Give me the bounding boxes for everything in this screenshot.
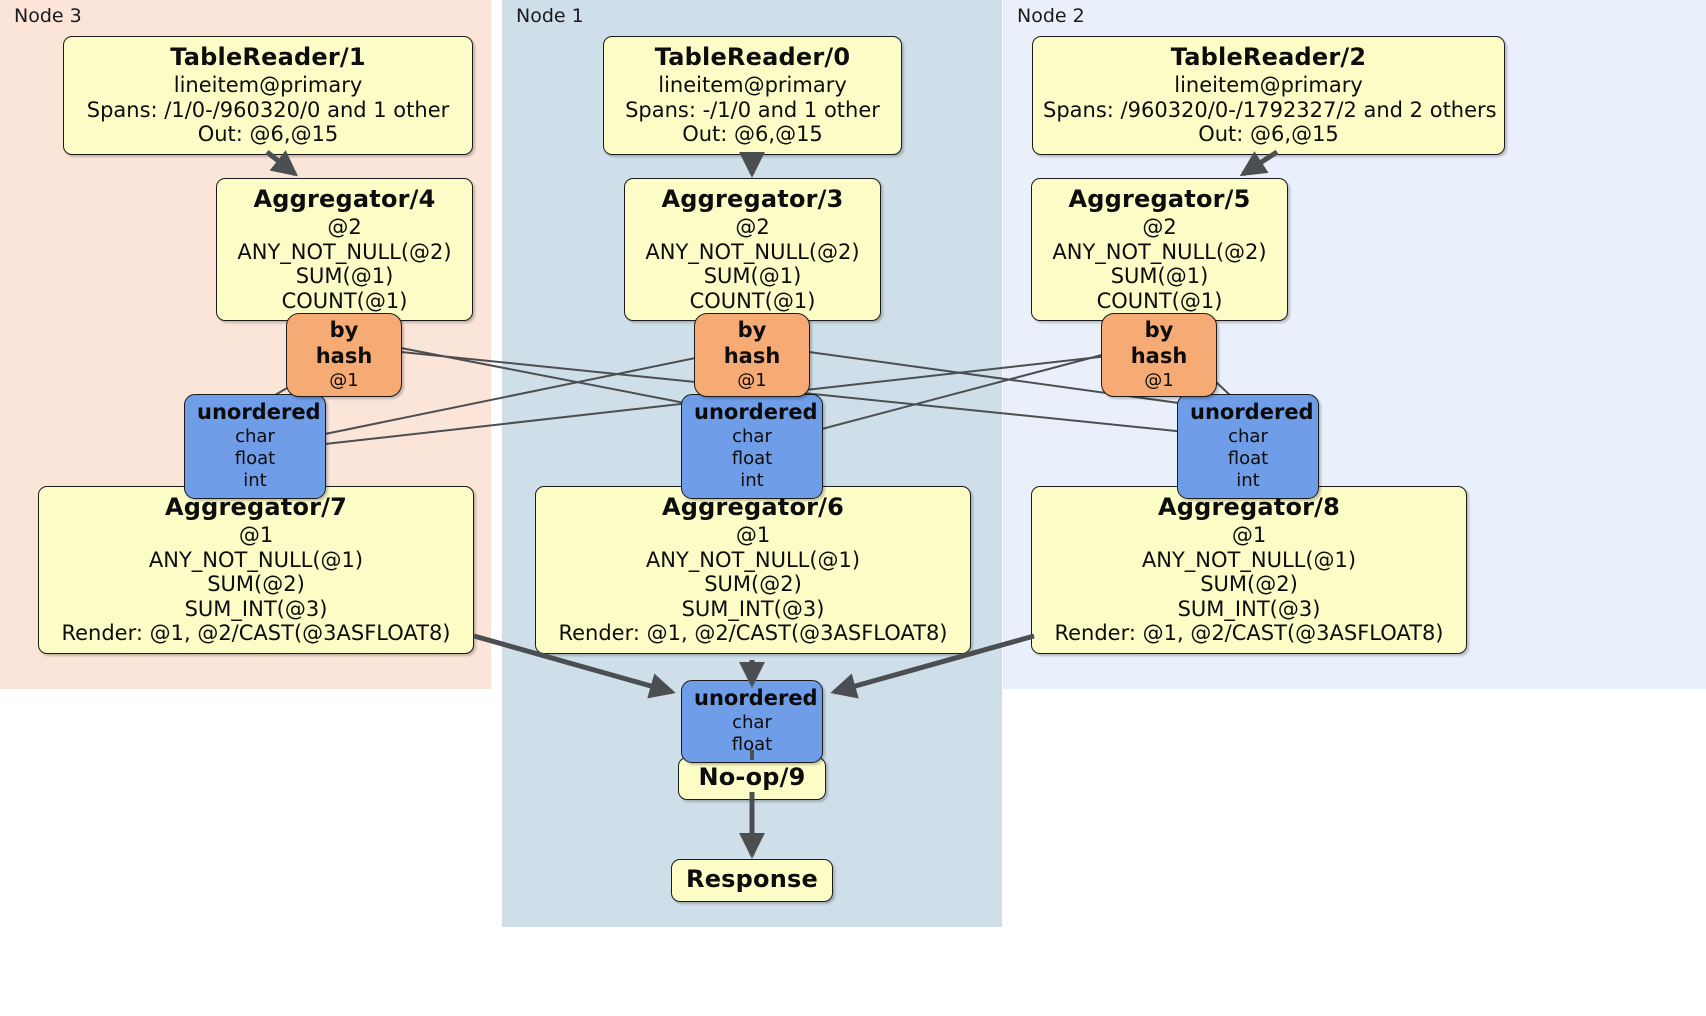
processor-spans: Spans: /1/0-/960320/0 and 1 other — [86, 97, 450, 122]
processor-func-1: ANY_NOT_NULL(@1) — [148, 547, 364, 572]
processor-group-col: @2 — [327, 215, 362, 240]
processor-group-col: @1 — [238, 523, 274, 548]
processor-group-col: @1 — [1231, 523, 1267, 548]
processor-func-1: ANY_NOT_NULL(@2) — [237, 239, 452, 264]
input-sync-unordered-node1[interactable]: unordered char float int — [681, 394, 823, 500]
processor-tablereader-1[interactable]: TableReader/1 lineitem@primary Spans: /1… — [63, 36, 473, 155]
processor-func-2: SUM(@1) — [1110, 264, 1209, 289]
processor-aggregator-3[interactable]: Aggregator/3 @2 ANY_NOT_NULL(@2) SUM(@1)… — [624, 178, 881, 322]
receiver-title: unordered — [694, 400, 818, 424]
processor-table: lineitem@primary — [658, 73, 847, 98]
router-column: @1 — [1144, 369, 1174, 391]
processor-spans: Spans: /960320/0-/1792327/2 and 2 others — [1043, 97, 1497, 122]
processor-title: TableReader/1 — [170, 43, 366, 71]
processor-out: Out: @6,@15 — [197, 122, 339, 147]
output-router-by-hash-node2[interactable]: by hash @1 — [1101, 313, 1217, 398]
router-title: by hash — [723, 318, 781, 369]
processor-func-1: ANY_NOT_NULL(@2) — [1052, 239, 1267, 264]
router-column: @1 — [329, 369, 359, 391]
processor-tablereader-0[interactable]: TableReader/0 lineitem@primary Spans: -/… — [603, 36, 902, 155]
processor-title: Aggregator/5 — [1068, 185, 1251, 213]
receiver-type-3: int — [1236, 470, 1260, 492]
receiver-type-2: float — [1227, 448, 1269, 470]
processor-out: Out: @6,@15 — [1198, 122, 1339, 147]
processor-title: Aggregator/3 — [661, 185, 844, 213]
node-panel-label-node2: Node 2 — [1017, 5, 1085, 27]
processor-func-3: SUM_INT(@3) — [184, 596, 328, 621]
processor-title: Aggregator/4 — [253, 185, 436, 213]
processor-no-op-9[interactable]: No-op/9 — [678, 757, 826, 801]
processor-func-1: ANY_NOT_NULL(@2) — [645, 239, 860, 264]
router-column: @1 — [737, 369, 767, 391]
receiver-type-3: int — [740, 470, 764, 492]
input-sync-unordered-node2[interactable]: unordered char float int — [1177, 394, 1319, 500]
processor-group-col: @2 — [735, 215, 770, 240]
processor-func-1: ANY_NOT_NULL(@1) — [645, 547, 861, 572]
node-panel-label-node1: Node 1 — [516, 5, 584, 27]
receiver-type-3: int — [243, 470, 267, 492]
receiver-type-1: char — [235, 426, 275, 448]
processor-func-1: ANY_NOT_NULL(@1) — [1141, 547, 1357, 572]
router-title: by hash — [315, 318, 373, 369]
processor-func-3: COUNT(@1) — [281, 288, 408, 313]
processor-title: No-op/9 — [698, 763, 806, 791]
processor-tablereader-2[interactable]: TableReader/2 lineitem@primary Spans: /9… — [1032, 36, 1505, 155]
processor-render: Render: @1, @2/CAST(@3ASFLOAT8) — [61, 621, 451, 646]
processor-func-2: SUM(@1) — [295, 264, 394, 289]
processor-func-2: SUM(@1) — [703, 264, 802, 289]
receiver-type-2: float — [731, 448, 773, 470]
processor-render: Render: @1, @2/CAST(@3ASFLOAT8) — [1054, 621, 1444, 646]
receiver-type-2: float — [731, 734, 773, 756]
processor-func-3: SUM_INT(@3) — [681, 596, 825, 621]
receiver-title: unordered — [197, 400, 321, 424]
processor-spans: Spans: -/1/0 and 1 other — [625, 97, 880, 122]
processor-group-col: @1 — [735, 523, 771, 548]
processor-func-3: SUM_INT(@3) — [1177, 596, 1321, 621]
receiver-type-1: char — [732, 712, 772, 734]
processor-aggregator-4[interactable]: Aggregator/4 @2 ANY_NOT_NULL(@2) SUM(@1)… — [216, 178, 473, 322]
node-panel-label-node3: Node 3 — [14, 5, 82, 27]
input-sync-unordered-node3[interactable]: unordered char float int — [184, 394, 326, 500]
processor-response[interactable]: Response — [671, 859, 833, 903]
processor-func-2: SUM(@2) — [704, 572, 802, 597]
processor-title: TableReader/2 — [1170, 43, 1367, 71]
receiver-type-2: float — [234, 448, 276, 470]
output-router-by-hash-node3[interactable]: by hash @1 — [286, 313, 402, 398]
receiver-type-1: char — [732, 426, 772, 448]
processor-group-col: @2 — [1142, 215, 1177, 240]
processor-title: Response — [686, 865, 818, 893]
processor-table: lineitem@primary — [1174, 73, 1363, 98]
processor-aggregator-5[interactable]: Aggregator/5 @2 ANY_NOT_NULL(@2) SUM(@1)… — [1031, 178, 1288, 322]
receiver-title: unordered — [694, 686, 818, 710]
receiver-type-1: char — [1228, 426, 1268, 448]
processor-func-2: SUM(@2) — [1200, 572, 1298, 597]
router-title: by hash — [1130, 318, 1188, 369]
processor-render: Render: @1, @2/CAST(@3ASFLOAT8) — [558, 621, 948, 646]
input-sync-unordered-final[interactable]: unordered char float — [681, 680, 823, 764]
processor-func-3: COUNT(@1) — [689, 288, 816, 313]
processor-func-2: SUM(@2) — [207, 572, 305, 597]
receiver-title: unordered — [1190, 400, 1314, 424]
processor-func-3: COUNT(@1) — [1096, 288, 1223, 313]
output-router-by-hash-node1[interactable]: by hash @1 — [694, 313, 810, 398]
processor-table: lineitem@primary — [173, 73, 363, 98]
processor-out: Out: @6,@15 — [682, 122, 823, 147]
processor-title: TableReader/0 — [654, 43, 851, 71]
